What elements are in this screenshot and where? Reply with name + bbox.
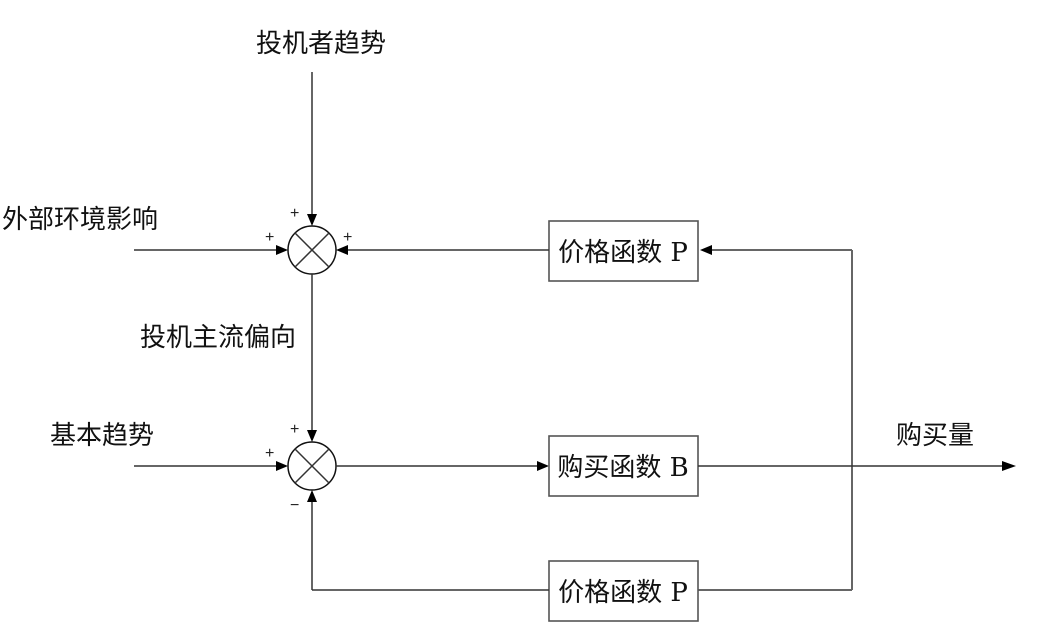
arrowhead-price-top <box>700 245 712 255</box>
sign-j1-left: + <box>265 229 274 246</box>
arrowhead-output <box>1002 461 1016 471</box>
label-purchase-volume: 购买量 <box>896 421 974 451</box>
arrowhead-speculator-trend <box>307 214 317 226</box>
sign-j1-right: + <box>343 229 352 246</box>
summing-junction-1 <box>287 225 337 275</box>
arrowhead-j1-right <box>336 245 348 255</box>
sign-j2-bottom: − <box>290 497 299 514</box>
block-price-function-top-label: 价格函数 P <box>558 238 688 268</box>
arrowhead-purchase <box>537 461 549 471</box>
block-price-function-bottom-label: 价格函数 P <box>558 578 688 608</box>
arrowhead-speculation-bias <box>307 430 317 442</box>
label-basic-trend: 基本趋势 <box>50 421 154 451</box>
label-external-influence: 外部环境影响 <box>2 205 158 235</box>
block-purchase-function <box>548 435 699 497</box>
arrowhead-basic-trend <box>276 461 288 471</box>
summing-junction-2 <box>287 441 337 491</box>
arrowhead-j2-bottom <box>307 490 317 502</box>
sign-j2-left: + <box>265 445 274 462</box>
block-price-function-bottom <box>548 560 699 622</box>
label-speculator-trend: 投机者趋势 <box>256 29 386 59</box>
block-price-function-top <box>548 220 699 282</box>
arrowhead-external-influence <box>276 245 288 255</box>
sign-j2-top: + <box>290 421 299 438</box>
label-speculation-bias: 投机主流偏向 <box>140 323 296 353</box>
block-purchase-function-label: 购买函数 B <box>557 453 688 483</box>
sign-j1-top: + <box>290 205 299 222</box>
